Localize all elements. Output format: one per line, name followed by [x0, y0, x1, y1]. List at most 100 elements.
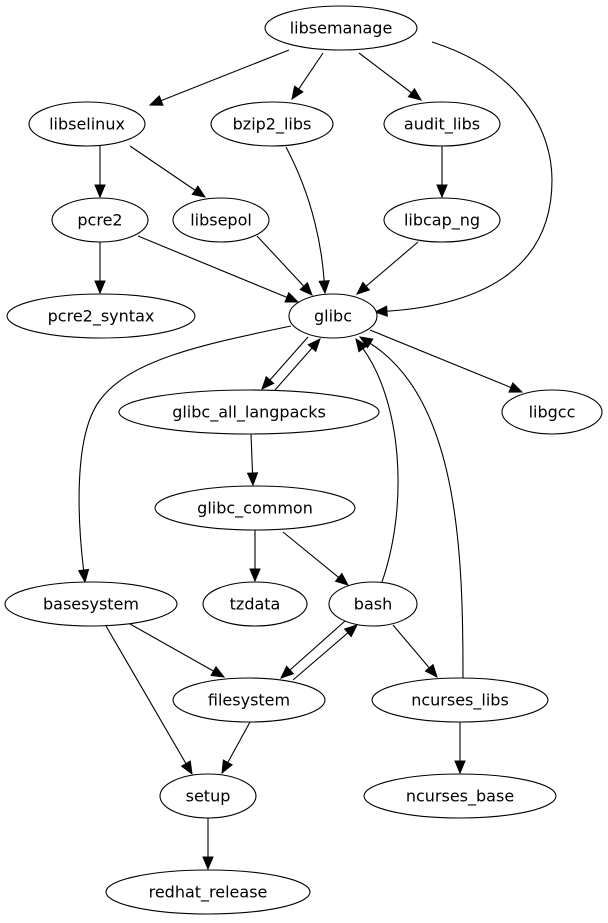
edge-line: [365, 241, 419, 287]
node-bzip2-libs: bzip2_libs: [210, 101, 334, 147]
node-ellipse: [383, 101, 501, 147]
arrowhead-icon: [284, 291, 300, 303]
node-ellipse: [363, 773, 557, 819]
node-ellipse: [264, 5, 418, 51]
node-label: libgcc: [529, 403, 576, 422]
edge-audit_libs-to-libcap_ng: [436, 146, 448, 199]
edge-basesystem-to-filesystem: [129, 623, 226, 678]
node-label: libselinux: [49, 115, 125, 134]
edge-line: [78, 325, 292, 571]
edge-glibc-to-glibc_all_langpacks: [261, 336, 309, 390]
node-label: basesystem: [43, 595, 139, 614]
arrowhead-icon: [343, 624, 358, 638]
edge-bash-to-glibc: [355, 337, 399, 583]
node-bash: bash: [328, 581, 418, 627]
arrowhead-icon: [180, 760, 193, 776]
node-label: glibc: [314, 307, 352, 326]
edge-glibc_common-to-tzdata: [249, 530, 261, 583]
edge-filesystem-to-setup: [221, 721, 251, 775]
edge-line: [129, 145, 196, 191]
arrowhead-icon: [407, 87, 423, 101]
node-ellipse: [105, 869, 311, 915]
edge-line: [269, 336, 309, 381]
edge-setup-to-redhat_release: [202, 818, 214, 871]
node-label: bash: [354, 595, 392, 614]
node-libcap-ng: libcap_ng: [383, 197, 501, 243]
node-ellipse: [383, 197, 501, 243]
arrowhead-icon: [424, 663, 438, 678]
edge-line: [227, 721, 251, 763]
arrowhead-icon: [246, 472, 259, 487]
edge-libselinux-to-libsepol: [129, 145, 207, 198]
edge-line: [292, 632, 349, 681]
node-glibc: glibc: [288, 293, 378, 339]
edge-libsemanage-to-bzip2_libs: [291, 52, 324, 101]
arrowhead-icon: [334, 572, 350, 586]
node-libsemanage: libsemanage: [264, 5, 418, 51]
node-ellipse: [159, 773, 257, 819]
arrowhead-icon: [318, 280, 330, 295]
node-redhat-release: redhat_release: [105, 869, 311, 915]
node-ellipse: [172, 677, 326, 723]
node-basesystem: basesystem: [4, 581, 178, 627]
edge-libsemanage-to-libselinux: [148, 49, 290, 106]
edge-libsemanage-to-audit_libs: [358, 52, 423, 101]
node-audit-libs: audit_libs: [383, 101, 501, 147]
edge-line: [129, 623, 214, 672]
nodes-layer: libsemanage libselinux bzip2_libs audit_lib…: [4, 5, 603, 915]
edge-bzip2_libs-to-glibc: [285, 146, 330, 295]
edge-glibc_common-to-bash: [282, 531, 350, 586]
node-tzdata: tzdata: [202, 581, 308, 627]
node-label: tzdata: [230, 595, 281, 614]
edge-line: [298, 52, 324, 90]
arrowhead-icon: [191, 185, 207, 198]
edge-pcre2-to-glibc: [137, 235, 300, 303]
node-label: ncurses_base: [406, 787, 514, 807]
node-ellipse: [501, 389, 603, 435]
arrowhead-icon: [202, 856, 214, 871]
edge-ncurses_libs-to-ncurses_base: [454, 722, 466, 775]
node-ellipse: [371, 677, 549, 723]
edge-libsemanage-to-glibc: [373, 41, 553, 317]
edge-line: [369, 342, 464, 679]
node-label: ncurses_libs: [411, 691, 509, 711]
node-label: glibc_all_langpacks: [172, 403, 326, 423]
arrowhead-icon: [454, 760, 466, 775]
arrowhead-icon: [291, 85, 304, 101]
arrowhead-icon: [373, 305, 388, 317]
node-label: libsepol: [190, 211, 252, 230]
node-pcre2-syntax: pcre2_syntax: [6, 293, 196, 339]
node-label: filesystem: [208, 691, 290, 710]
node-label: glibc_common: [197, 499, 313, 519]
edge-line: [289, 620, 346, 671]
node-libgcc: libgcc: [501, 389, 603, 435]
node-label: libcap_ng: [404, 211, 480, 231]
edges-layer: [77, 41, 553, 871]
arrowhead-icon: [77, 568, 90, 584]
edge-line: [250, 433, 254, 474]
arrowhead-icon: [508, 381, 524, 393]
node-glibc-all-langpacks: glibc_all_langpacks: [118, 389, 380, 435]
node-label: audit_libs: [404, 115, 480, 135]
node-label: libsemanage: [290, 19, 393, 38]
node-ellipse: [202, 581, 308, 627]
node-ellipse: [328, 581, 418, 627]
edge-line: [358, 52, 412, 94]
arrowhead-icon: [299, 281, 313, 296]
node-ellipse: [288, 293, 378, 339]
node-ellipse: [172, 197, 270, 243]
edge-line: [392, 624, 430, 669]
node-ellipse: [210, 101, 334, 147]
node-ellipse: [154, 485, 356, 531]
edge-glibc_all_langpacks-to-glibc: [274, 338, 321, 391]
arrowhead-icon: [307, 338, 321, 353]
node-pcre2: pcre2: [51, 197, 149, 243]
edge-line: [362, 348, 399, 583]
node-ellipse: [4, 581, 178, 627]
edge-line: [282, 531, 340, 578]
node-label: bzip2_libs: [233, 115, 312, 135]
arrowhead-icon: [94, 280, 106, 295]
edge-libselinux-to-pcre2: [94, 146, 106, 199]
edge-libsepol-to-glibc: [256, 235, 313, 296]
node-ellipse: [28, 101, 146, 147]
